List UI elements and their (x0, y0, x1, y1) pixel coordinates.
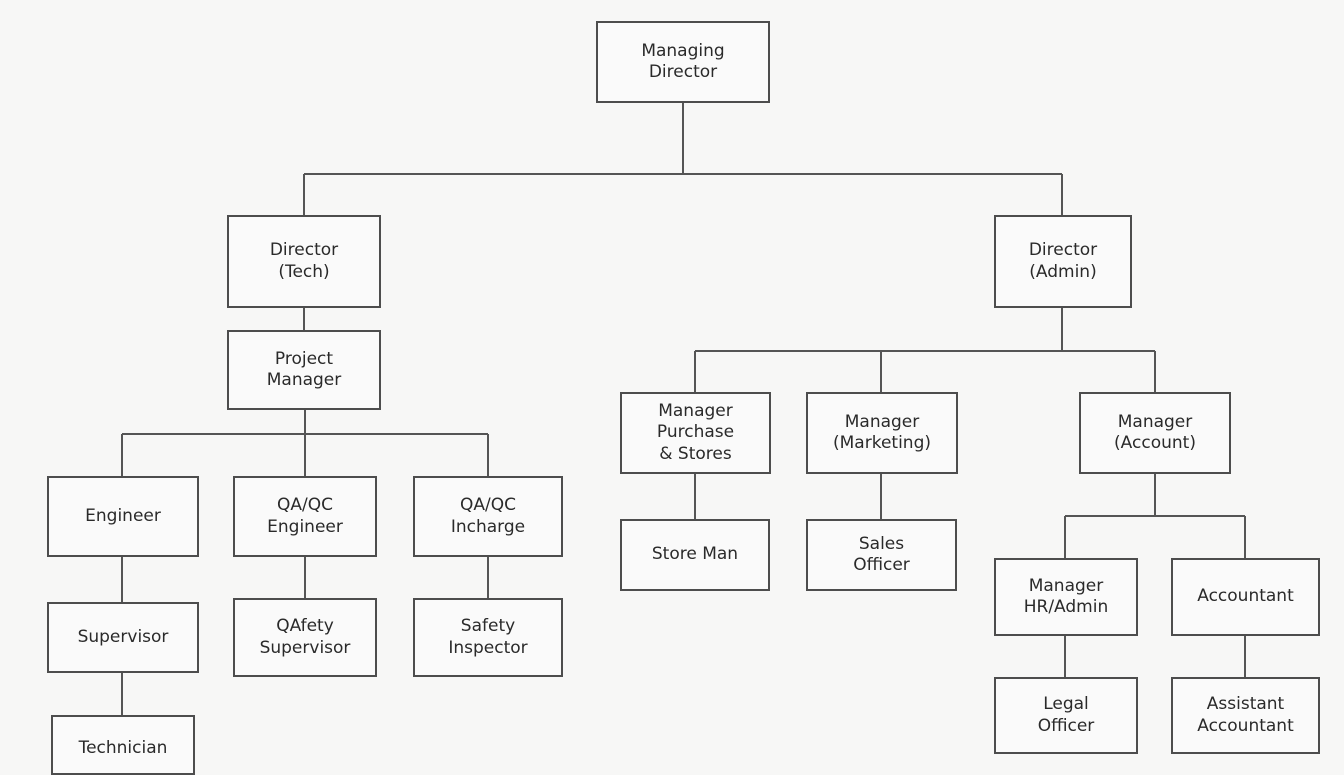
node-sales-officer: Sales Officer (806, 519, 957, 591)
node-label: QA/QC Incharge (450, 495, 526, 537)
node-technician: Technician (51, 715, 195, 775)
node-label: Engineer (85, 505, 161, 526)
node-manager-account: Manager (Account) (1079, 392, 1231, 474)
node-label: Sales Officer (853, 533, 910, 575)
node-qaqc-engineer: QA/QC Engineer (233, 476, 377, 557)
node-director-admin: Director (Admin) (994, 215, 1132, 308)
node-label: Manager HR/Admin (1023, 575, 1109, 617)
node-engineer: Engineer (47, 476, 199, 557)
node-qaqc-incharge: QA/QC Incharge (413, 476, 563, 557)
node-label: Manager (Account) (1114, 411, 1196, 453)
node-manager-marketing: Manager (Marketing) (806, 392, 958, 474)
node-legal-officer: Legal Officer (994, 677, 1138, 754)
node-label: Managing Director (641, 40, 725, 82)
connector-pm-children (121, 409, 489, 476)
node-accountant: Accountant (1171, 558, 1320, 636)
node-label: Technician (78, 738, 168, 758)
node-label: Supervisor (77, 626, 169, 647)
node-manager-purchase-stores: Manager Purchase & Stores (620, 392, 771, 474)
node-safety-inspector: Safety Inspector (413, 598, 563, 677)
node-label: QA/QC Engineer (267, 495, 343, 537)
connector-admin-managers (694, 307, 1156, 392)
node-store-man: Store Man (620, 519, 770, 591)
node-managing-director: Managing Director (596, 21, 770, 103)
node-label: Store Man (651, 544, 739, 565)
node-label: Director (Tech) (269, 240, 339, 282)
node-label: QAfety Supervisor (259, 616, 351, 658)
node-label: Director (Admin) (1028, 240, 1098, 282)
node-label: Accountant (1197, 586, 1294, 607)
node-label: Legal Officer (1037, 694, 1095, 736)
node-assistant-accountant: Assistant Accountant (1171, 677, 1320, 754)
node-director-tech: Director (Tech) (227, 215, 381, 308)
node-qafety-supervisor: QAfety Supervisor (233, 598, 377, 677)
node-project-manager: Project Manager (227, 330, 381, 410)
node-label: Project Manager (266, 348, 342, 390)
node-manager-hr-admin: Manager HR/Admin (994, 558, 1138, 636)
node-label: Safety Inspector (448, 616, 528, 658)
connector-account-children (1064, 473, 1246, 558)
node-supervisor: Supervisor (47, 602, 199, 673)
connector-md-directors (303, 102, 1063, 215)
node-label: Manager (Marketing) (833, 411, 931, 453)
node-label: Manager Purchase & Stores (656, 401, 735, 464)
node-label: Assistant Accountant (1197, 694, 1294, 736)
